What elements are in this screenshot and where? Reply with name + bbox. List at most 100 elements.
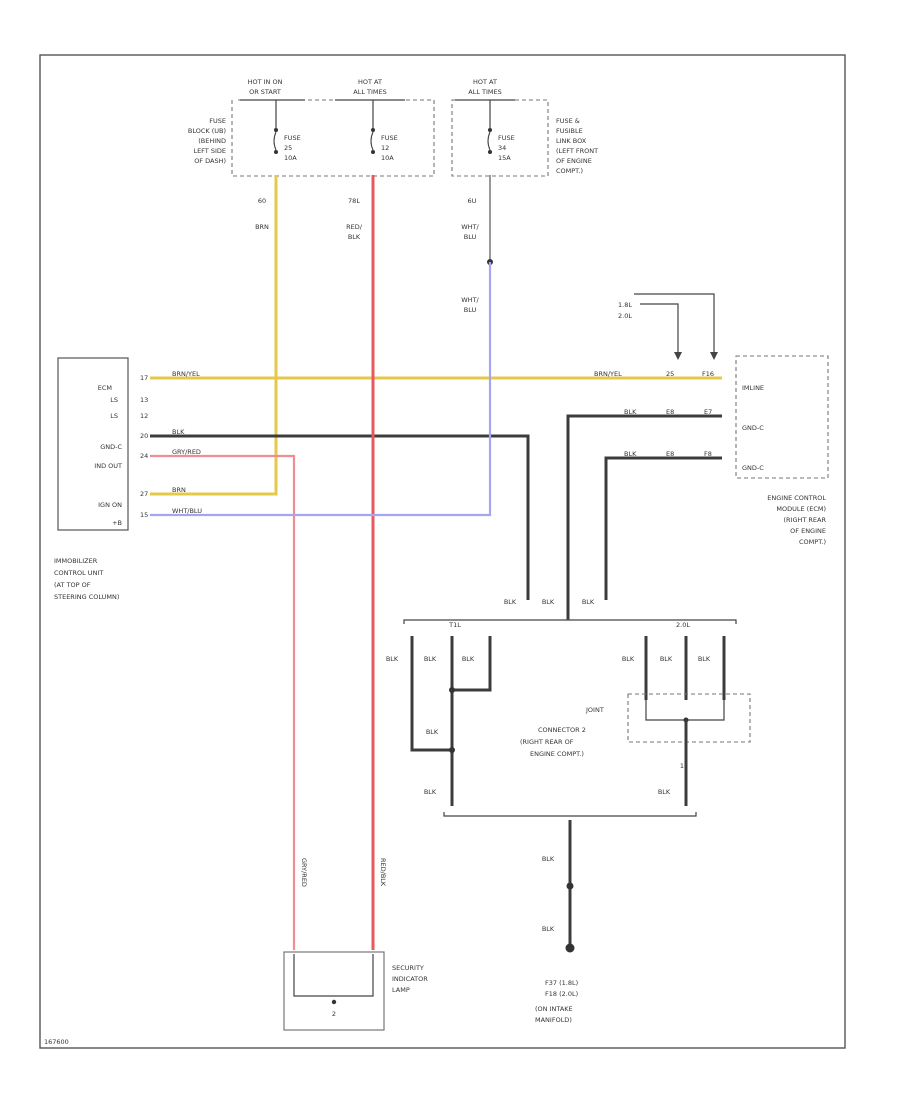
gnd-blk-r3: BLK [698, 655, 711, 663]
svg-text:STEERING COLUMN): STEERING COLUMN) [54, 593, 119, 601]
svg-text:BLOCK (UB): BLOCK (UB) [188, 127, 226, 135]
gnd-blk-l1: BLK [386, 655, 399, 663]
svg-text:(LEFT FRONT: (LEFT FRONT [556, 147, 598, 155]
immob-pinnum-17: 17 [140, 374, 148, 382]
svg-text:IMMOBILIZER: IMMOBILIZER [54, 557, 98, 565]
diagram-frame [39, 54, 846, 1049]
ground-f37: F37 (1.8L) [545, 979, 578, 987]
gnd-blk-l3: BLK [462, 655, 475, 663]
wire-color-wht-blu-2: WHT/ [461, 296, 479, 304]
ecm-wire-blk-1: BLK [624, 408, 637, 416]
immob-pinnum-27: 27 [140, 490, 148, 498]
ecm-pin-gnd-1: GND-C [742, 424, 764, 432]
svg-text:1: 1 [680, 762, 684, 770]
ground-point: F37 (1.8L) F18 (2.0L) (ON INTAKE MANIFOL… [535, 979, 578, 1024]
ground-f18: F18 (2.0L) [545, 990, 578, 998]
svg-text:10A: 10A [381, 154, 394, 162]
immobilizer-unit: ECM LS LS GND-C IND OUT IGN ON +B 17 13 … [54, 357, 202, 601]
ecm-wire-blk-2: BLK [624, 450, 637, 458]
wire-color-red-blk-2: BLK [348, 233, 361, 241]
hot-all-times-label-1: HOT AT [358, 78, 382, 86]
svg-text:ENGINE COMPT.): ENGINE COMPT.) [530, 750, 584, 758]
fuse-block-location: FUSE BLOCK (UB) (BEHIND LEFT SIDE OF DAS… [188, 117, 226, 165]
wire-color-wht-blu-2b: BLU [464, 306, 477, 314]
figure-code: 167600 [44, 1038, 69, 1046]
lamp-label-1: SECURITY [392, 964, 424, 972]
wire-color-wht-blu-1b: BLU [464, 233, 477, 241]
ecm-pinnum-25: 25 [666, 370, 674, 378]
immob-wire-wht-blu: WHT/BLU [172, 507, 202, 515]
wire-id-yellow: 60 [258, 197, 266, 205]
top-supply-section: HOT IN ON OR START HOT AT ALL TIMES HOT … [188, 78, 598, 314]
immob-pin-ign: IGN ON [98, 501, 122, 509]
fuse-34: FUSE 34 15A [487, 100, 515, 162]
hot-all-times-label-1b: ALL TIMES [353, 88, 386, 96]
ecm-wire-brn-yel: BRN/YEL [594, 370, 622, 378]
immob-pin-ecm: ECM [98, 384, 112, 392]
ecm-pinnum-f8: F8 [704, 450, 712, 458]
hot-run-start-label-2: OR START [249, 88, 281, 96]
svg-text:(RIGHT REAR: (RIGHT REAR [783, 516, 826, 524]
immob-pin-ls2: LS [110, 412, 118, 420]
lamp-label-2: INDICATOR [392, 975, 428, 983]
ecm-pin-imline: IMLINE [742, 384, 764, 392]
wire-id-red: 78L [348, 197, 360, 205]
fuse-25: FUSE 25 10A [273, 100, 301, 162]
svg-text:FUSE: FUSE [284, 134, 301, 142]
svg-text:2: 2 [332, 1010, 336, 1018]
gnd-label-1: BLK [504, 598, 517, 606]
immob-pin-ind: IND OUT [94, 462, 122, 470]
gnd-blk-r4: BLK [658, 788, 671, 796]
immob-pinnum-20: 20 [140, 432, 148, 440]
gnd-tag-2: 2.0L [676, 621, 690, 629]
svg-text:FUSE: FUSE [498, 134, 515, 142]
svg-text:CONTROL UNIT: CONTROL UNIT [54, 569, 103, 577]
svg-text:FUSE: FUSE [209, 117, 226, 125]
wire-blk-gnd-immob [150, 434, 530, 600]
svg-text:OF DASH): OF DASH) [194, 157, 226, 165]
gnd-blk-r1: BLK [622, 655, 635, 663]
security-indicator-lamp: 2 SECURITY INDICATOR LAMP GRY/RED RED/BL… [283, 858, 428, 1031]
gnd-tag-1: T1L [448, 621, 461, 629]
ecm-pinnum-e8: E8 [666, 408, 674, 416]
fuse-block-box [231, 99, 435, 177]
svg-text:FUSIBLE: FUSIBLE [556, 127, 583, 135]
wires [150, 175, 722, 950]
ecm-note-20l: 2.0L [618, 312, 632, 320]
svg-text:COMPT.): COMPT.) [556, 167, 583, 175]
immob-location: IMMOBILIZER CONTROL UNIT (AT TOP OF STEE… [54, 557, 119, 601]
lamp-wire-gry-red: GRY/RED [300, 858, 308, 887]
ecm-pinnum-e7: E7 [704, 408, 712, 416]
ecm-unit: 1.8L 2.0L BRN/YEL 25 F16 BLK E8 E7 BLK E… [594, 293, 829, 546]
lamp-label-3: LAMP [392, 986, 410, 994]
hot-run-start-label: HOT IN ON [248, 78, 283, 86]
immob-pin-ls1: LS [110, 396, 118, 404]
svg-text:10A: 10A [284, 154, 297, 162]
svg-text:12: 12 [381, 144, 389, 152]
wire-blk-ecm-2 [604, 456, 722, 600]
hot-all-times-label-2b: ALL TIMES [468, 88, 501, 96]
svg-text:25: 25 [284, 144, 292, 152]
svg-text:FUSE &: FUSE & [556, 117, 580, 125]
ecm-pinnum-e8b: E8 [666, 450, 674, 458]
ecm-pin-gnd-2: GND-C [742, 464, 764, 472]
lamp-wire-red-blk: RED/BLK [379, 858, 387, 887]
wire-color-red-blk: RED/ [346, 223, 363, 231]
wire-id-blue: 6U [468, 197, 477, 205]
gnd-blk-bot2: BLK [542, 925, 555, 933]
immob-pinnum-24: 24 [140, 452, 148, 460]
gnd-blk-l4: BLK [426, 728, 439, 736]
immob-wire-gry-red: GRY/RED [172, 448, 201, 456]
svg-text:CONNECTOR 2: CONNECTOR 2 [538, 726, 586, 734]
immob-pinnum-13: 13 [140, 396, 148, 404]
ecm-note-18l: 1.8L [618, 301, 632, 309]
svg-text:(RIGHT REAR OF: (RIGHT REAR OF [520, 738, 574, 746]
gnd-blk-r2: BLK [660, 655, 673, 663]
joint-connector-2: 1 JOINT CONNECTOR 2 (RIGHT REAR OF ENGIN… [520, 693, 751, 806]
svg-text:COMPT.): COMPT.) [799, 538, 826, 546]
svg-text:OF ENGINE: OF ENGINE [556, 157, 592, 165]
wire-blk-ecm-1 [566, 414, 722, 620]
wire-wht-blu-b [150, 262, 492, 517]
fuse-12: FUSE 12 10A [370, 100, 398, 162]
svg-text:FUSE: FUSE [381, 134, 398, 142]
